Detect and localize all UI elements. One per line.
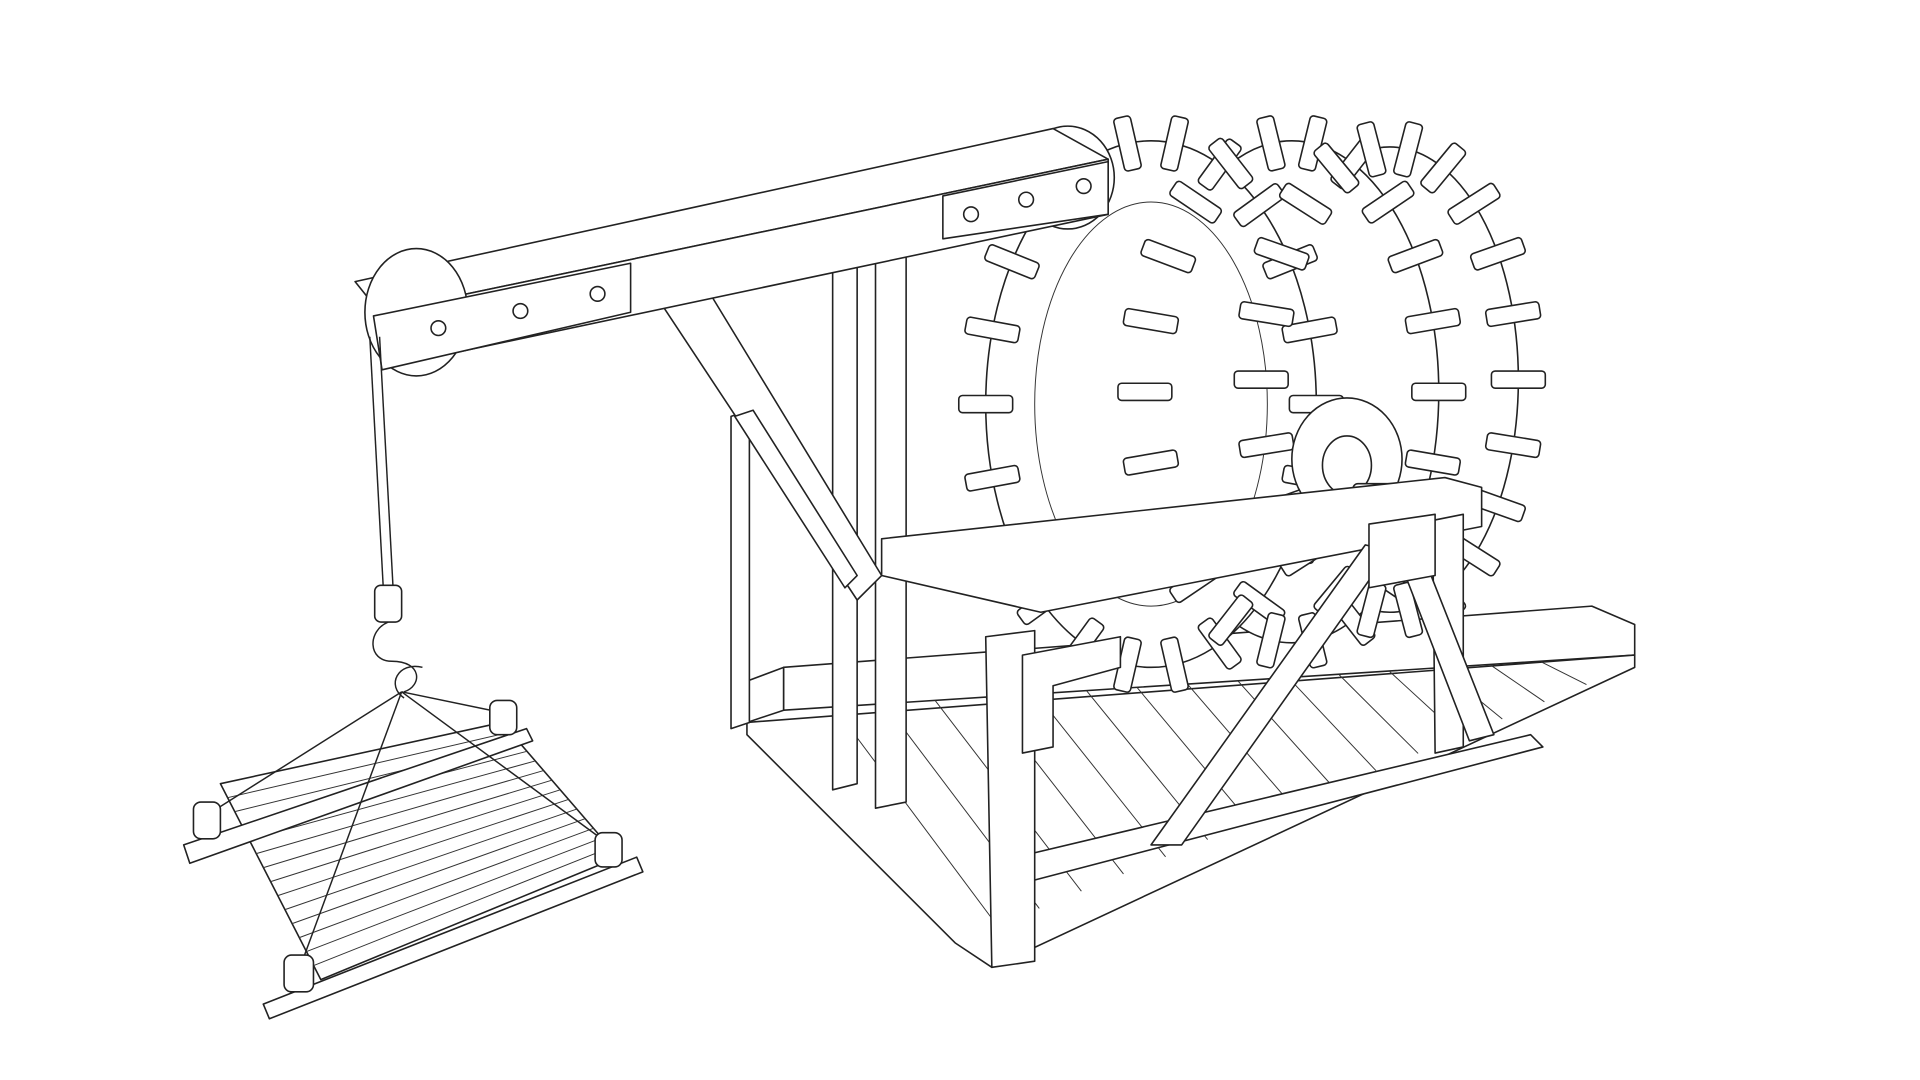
wheel-paddle: [964, 464, 1021, 492]
wheel-paddle: [1447, 182, 1501, 225]
deck-slat: [1136, 687, 1251, 823]
wheel-paddle: [1313, 142, 1360, 194]
wheel-paddle: [1404, 307, 1462, 335]
wheel-paddle: [984, 244, 1040, 280]
hoist-rope: [378, 336, 394, 588]
wheel-paddle: [1140, 238, 1197, 274]
wheel-paddle: [1490, 370, 1547, 389]
platform-slat: [313, 847, 611, 967]
wheel-paddle: [1122, 449, 1180, 476]
platform-runner-right: [262, 856, 644, 1020]
wheel-paddle: [1484, 301, 1542, 328]
wheel-paddle: [1233, 183, 1286, 228]
rope-knot: [489, 699, 518, 736]
platform-slat: [263, 779, 553, 869]
rear-post-right: [874, 244, 907, 809]
wheel-paddle: [1256, 115, 1286, 172]
front-frame: [880, 476, 1544, 969]
wheel-paddle: [1256, 612, 1286, 669]
arm-plate-left: [372, 262, 632, 371]
hoist: [182, 336, 644, 1020]
deck-slat: [1541, 661, 1587, 686]
platform-runner-left: [182, 727, 534, 865]
deck-slat: [833, 706, 998, 926]
platform-slat: [270, 789, 561, 883]
wheel-paddle: [1393, 121, 1424, 178]
wheel-paddle: [1420, 142, 1467, 194]
platform-slat: [256, 770, 544, 855]
hoist-rope: [369, 336, 384, 588]
rope-knot: [594, 831, 623, 868]
wheel-paddle: [1233, 370, 1289, 389]
sling-rope: [401, 691, 611, 846]
wheel-paddle: [1238, 432, 1295, 459]
wheel-paddle: [964, 316, 1021, 344]
bolt: [430, 320, 447, 337]
wheel-paddle: [1411, 382, 1467, 402]
wheel-paddle: [1404, 449, 1462, 476]
deck-slat: [1490, 664, 1545, 703]
rear-post-left: [730, 409, 751, 730]
wheel-paddle: [1122, 307, 1180, 335]
deck-slat: [1237, 680, 1335, 789]
platform-slat: [248, 760, 536, 841]
wheel-paddle: [957, 394, 1014, 414]
diagonal-brace-lower: [733, 409, 858, 589]
corner-plate: [1021, 635, 1122, 754]
platform-slat: [284, 808, 577, 911]
wheel-paddle: [1356, 121, 1387, 178]
platform-slat: [306, 837, 602, 953]
platform-slat: [227, 731, 511, 799]
wheel-paddle: [1253, 236, 1310, 271]
deck-slat: [1338, 674, 1419, 754]
wheel-paddle: [1393, 581, 1424, 639]
wheel-paddle: [1281, 316, 1338, 344]
deck-slat: [1288, 677, 1377, 771]
wheel-paddle: [1160, 115, 1189, 172]
support-frame: [660, 244, 907, 809]
platform-slat: [277, 798, 569, 897]
wheel-paddle: [1169, 180, 1223, 224]
platform-slat: [291, 818, 586, 925]
hook: [372, 621, 418, 693]
front-top-beam: [880, 476, 1483, 614]
bolt: [512, 302, 529, 320]
wheel-paddle: [1117, 382, 1173, 402]
wheel-paddle: [1113, 115, 1142, 172]
bolt: [962, 206, 980, 223]
wheel-paddle: [1387, 238, 1444, 274]
wheel-paddle: [1208, 594, 1254, 646]
sling-rope: [299, 691, 403, 968]
wheel-paddle: [1160, 636, 1189, 693]
bolt: [1017, 191, 1035, 208]
hook-lower: [394, 665, 423, 699]
wheel-paddle: [1361, 180, 1415, 224]
sling-rope: [401, 691, 503, 714]
wheel-paddle: [1484, 432, 1542, 459]
wheel-paddle: [1238, 301, 1295, 328]
rope-knot: [283, 954, 315, 993]
rope-knot: [192, 801, 222, 840]
crane-arm: [354, 125, 1116, 377]
platform: [219, 721, 620, 981]
wheel-paddle: [1208, 137, 1254, 190]
center-plate: [1368, 513, 1436, 589]
bolt: [1075, 177, 1092, 195]
front-wheel-inner: [1034, 201, 1268, 607]
sling-rope: [207, 691, 403, 815]
bolt: [589, 285, 606, 303]
wheel-paddle: [1469, 236, 1526, 271]
platform-slat: [299, 827, 594, 939]
wheel-paddle: [1278, 182, 1333, 225]
rope-binding: [373, 584, 403, 623]
